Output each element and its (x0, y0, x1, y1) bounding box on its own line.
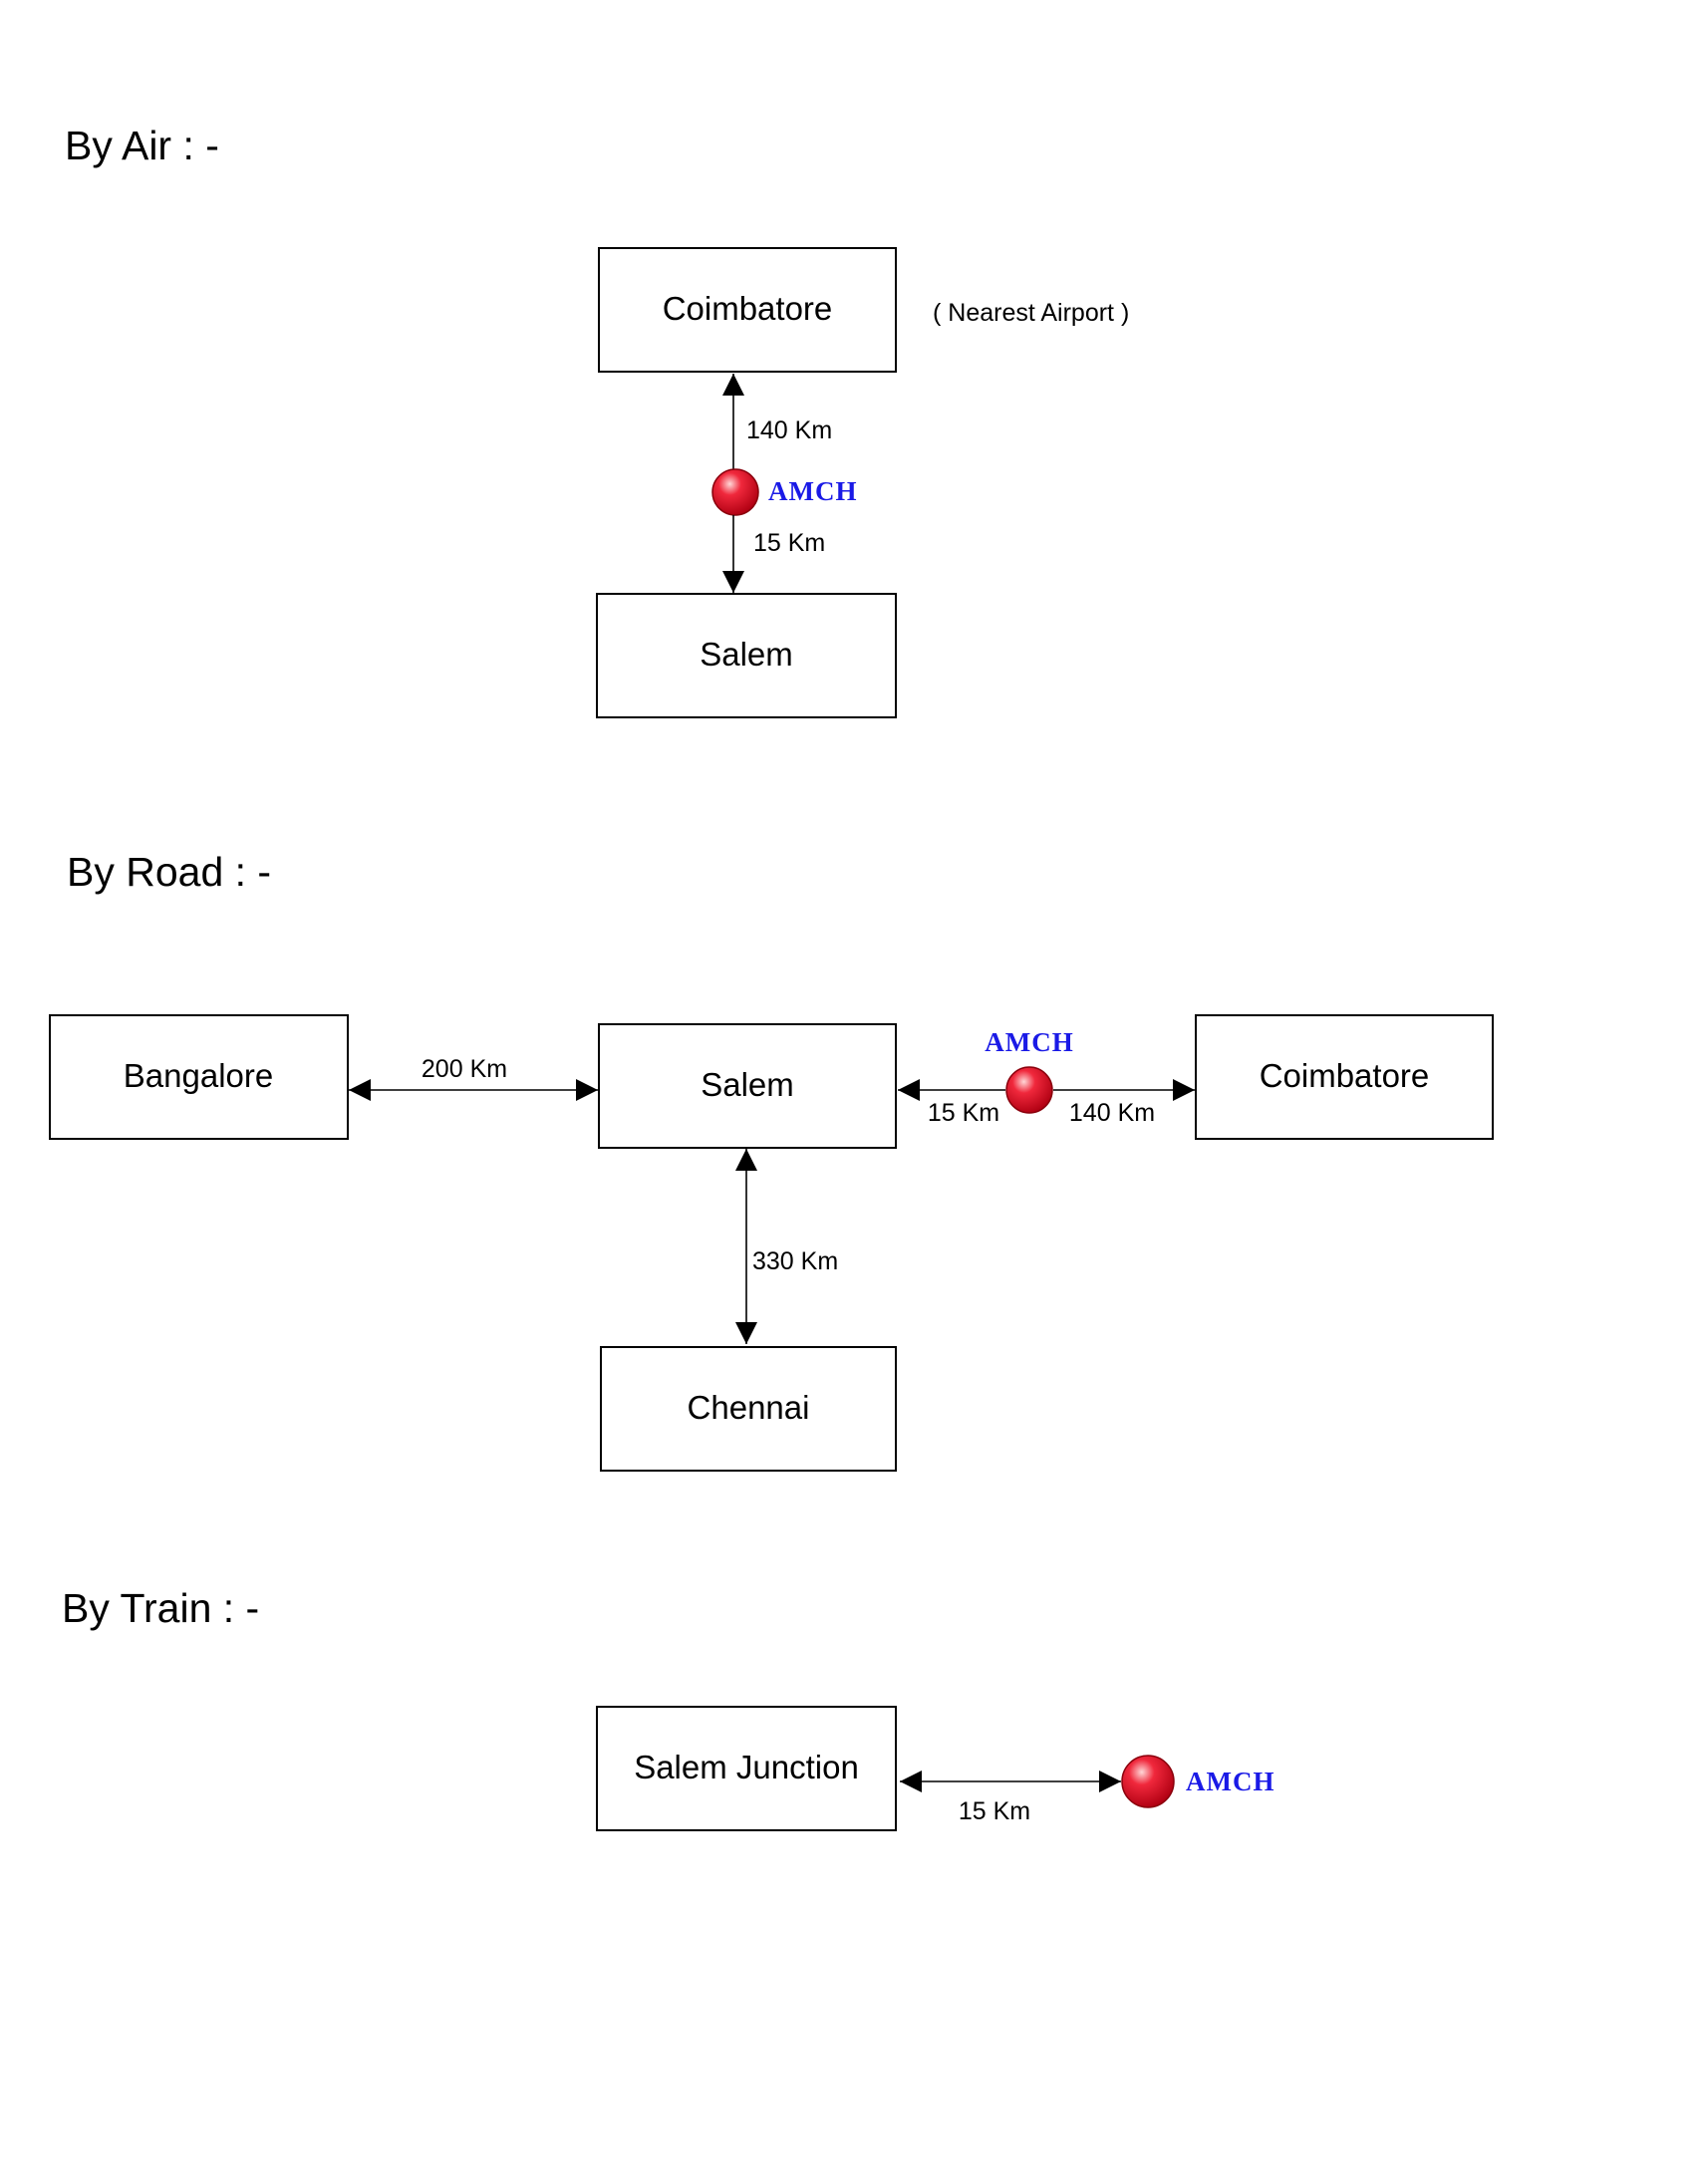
dist-coimbatore-air: 140 Km (746, 416, 832, 444)
label-salem-road: Salem (701, 1066, 794, 1103)
dist-chennai: 330 Km (752, 1247, 838, 1275)
node-coimbatore-air: Coimbatore (598, 247, 897, 373)
amch-marker-train (1121, 1755, 1175, 1808)
node-chennai: Chennai (600, 1346, 897, 1472)
node-salem-junction: Salem Junction (596, 1706, 897, 1831)
section-by-road: By Road : - Bangalore 200 Km Salem AMCH … (49, 849, 1494, 1472)
box-coimbatore-road (1195, 1014, 1494, 1140)
box-salem-junction (596, 1706, 897, 1831)
heading-by-train: By Train : - (62, 1585, 259, 1631)
amch-marker-road (1005, 1066, 1053, 1114)
dist-coimbatore-road: 140 Km (1069, 1099, 1155, 1127)
node-salem-road: Salem (598, 1023, 897, 1149)
amch-marker-air (711, 468, 759, 516)
section-by-air: By Air : - Coimbatore ( Nearest Airport … (65, 123, 1129, 718)
dist-salem-air: 15 Km (753, 529, 825, 557)
heading-by-air: By Air : - (65, 123, 219, 168)
dist-salem-junction: 15 Km (959, 1797, 1030, 1825)
label-bangalore: Bangalore (124, 1057, 273, 1094)
box-salem-air (596, 593, 897, 718)
dist-salem-road: 15 Km (928, 1099, 999, 1127)
amch-label-air: AMCH (768, 476, 857, 506)
section-by-train: By Train : - Salem Junction 15 Km AMCH (62, 1585, 1274, 1831)
label-salem-air: Salem (700, 636, 793, 673)
nearest-airport-note: ( Nearest Airport ) (933, 299, 1129, 327)
box-salem-road (598, 1023, 897, 1149)
box-chennai (600, 1346, 897, 1472)
amch-label-train: AMCH (1186, 1767, 1274, 1796)
amch-label-road: AMCH (985, 1027, 1073, 1057)
heading-by-road: By Road : - (67, 849, 271, 895)
node-coimbatore-road: Coimbatore (1195, 1014, 1494, 1140)
label-coimbatore-road: Coimbatore (1260, 1057, 1430, 1094)
node-salem-air: Salem (596, 593, 897, 718)
label-salem-junction: Salem Junction (634, 1749, 859, 1785)
dist-bangalore: 200 Km (422, 1055, 507, 1083)
box-coimbatore-air (598, 247, 897, 373)
label-coimbatore-air: Coimbatore (663, 290, 833, 327)
node-bangalore: Bangalore (49, 1014, 349, 1140)
box-bangalore (49, 1014, 349, 1140)
label-chennai: Chennai (688, 1389, 810, 1426)
